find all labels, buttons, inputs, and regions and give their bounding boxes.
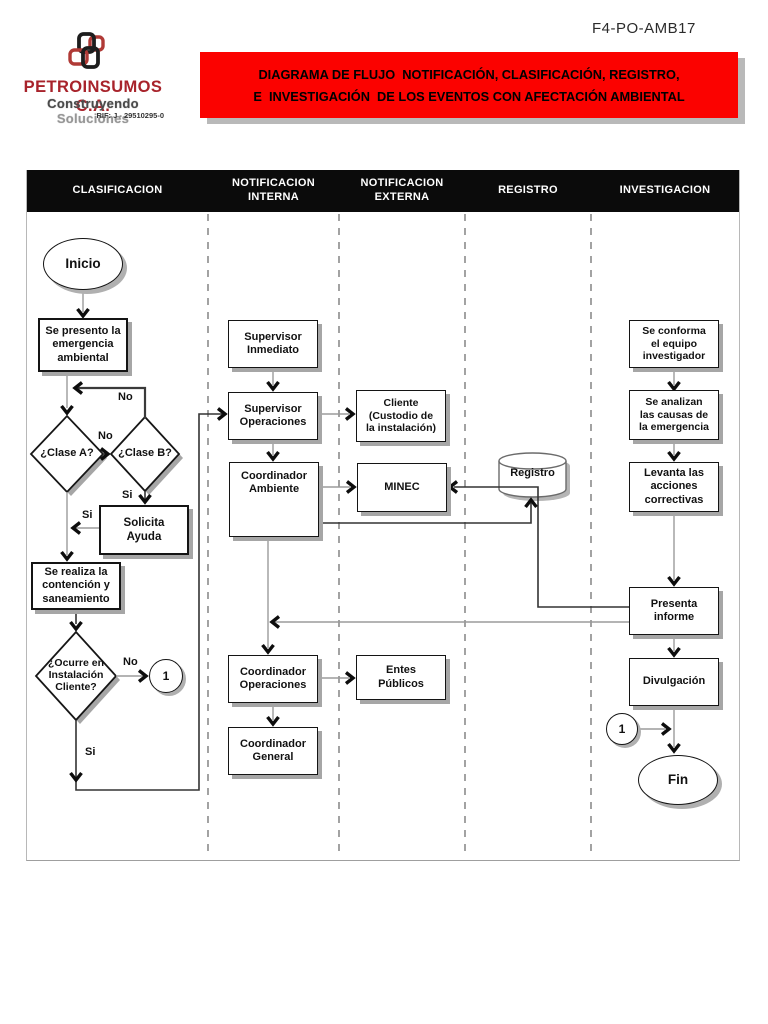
- document-code: F4-PO-AMB17: [592, 20, 696, 37]
- flow-connectors: [29, 214, 681, 858]
- node-fin: Fin: [638, 755, 718, 805]
- lane-notificacion-interna: NOTIFICACION INTERNA: [231, 177, 316, 203]
- arrowheads: [60, 307, 681, 783]
- node-divulgacion: Divulgación: [629, 658, 719, 706]
- node-supervisor-inmediato: Supervisor Inmediato: [228, 320, 318, 368]
- connector-circle-1: 1: [149, 659, 183, 693]
- edge-label-si-ocurre: Si: [85, 746, 96, 758]
- edge-label-no-ocurre: No: [123, 656, 138, 668]
- node-se-presento-emergencia: Se presento la emergencia ambiental: [38, 318, 128, 372]
- connector-circle-1-return: 1: [606, 713, 638, 745]
- tagline-word-2: Soluciones: [56, 111, 130, 126]
- node-se-conforma-equipo: Se conforma el equipo investigador: [629, 320, 719, 368]
- connector-lines-dark: [75, 413, 629, 791]
- node-coordinador-ambiente: Coordinador Ambiente: [229, 462, 319, 537]
- registro-cylinder: [498, 452, 570, 501]
- lane-notificacion-externa: NOTIFICACION EXTERNA: [360, 177, 444, 203]
- title-banner: DIAGRAMA DE FLUJO NOTIFICACIÓN, CLASIFIC…: [200, 52, 738, 118]
- lane-header-bar: CLASIFICACION NOTIFICACION INTERNA NOTIF…: [27, 170, 739, 212]
- title-line-1: DIAGRAMA DE FLUJO NOTIFICACIÓN, CLASIFIC…: [258, 66, 680, 82]
- node-se-analizan-causas: Se analizan las causas de la emergencia: [629, 390, 719, 440]
- node-cliente-custodio: Cliente (Custodio de la instalación): [356, 390, 446, 442]
- title-line-2: E INVESTIGACIÓN DE LOS EVENTOS CON AFECT…: [253, 88, 685, 104]
- connector-no-loop: [78, 386, 147, 418]
- lane-registro: REGISTRO: [498, 184, 558, 197]
- edge-label-no-clase-a: No: [98, 430, 113, 442]
- edge-label-si-clase-b: Si: [122, 489, 133, 501]
- node-inicio: Inicio: [43, 238, 123, 290]
- decision-clase-b: [109, 415, 181, 493]
- lane-separators: [207, 214, 592, 858]
- tagline-word-1: Construyendo: [47, 96, 139, 111]
- lane-clasificacion: CLASIFICACION: [72, 184, 163, 197]
- node-solicita-ayuda: Solicita Ayuda: [99, 505, 189, 555]
- company-tagline: Construyendo Soluciones: [14, 96, 172, 126]
- node-coordinador-general: Coordinador General: [228, 727, 318, 775]
- node-registro-label: Registro: [510, 467, 555, 479]
- connector-lines-light: [66, 290, 675, 747]
- company-rif: RIF: J - 29510295-0: [96, 111, 164, 120]
- node-entes-publicos: Entes Públicos: [356, 655, 446, 700]
- lane-investigacion: INVESTIGACION: [619, 184, 711, 197]
- edge-label-no-loop: No: [118, 391, 133, 403]
- node-coordinador-operaciones: Coordinador Operaciones: [228, 655, 318, 703]
- node-presenta-informe: Presenta informe: [629, 587, 719, 635]
- decision-clase-a: [29, 414, 105, 494]
- node-supervisor-operaciones: Supervisor Operaciones: [228, 392, 318, 440]
- edge-label-si-solicita: Si: [82, 509, 93, 521]
- chain-links-icon: [68, 32, 105, 69]
- node-minec: MINEC: [357, 463, 447, 512]
- decision-ocurre-instalacion: [34, 630, 118, 722]
- flowchart-frame: CLASIFICACION NOTIFICACION INTERNA NOTIF…: [26, 170, 740, 861]
- node-contencion-saneamiento: Se realiza la contención y saneamiento: [31, 562, 121, 610]
- node-levanta-acciones: Levanta las acciones correctivas: [629, 462, 719, 512]
- company-name: PETROINSUMOS C.A.: [23, 78, 163, 115]
